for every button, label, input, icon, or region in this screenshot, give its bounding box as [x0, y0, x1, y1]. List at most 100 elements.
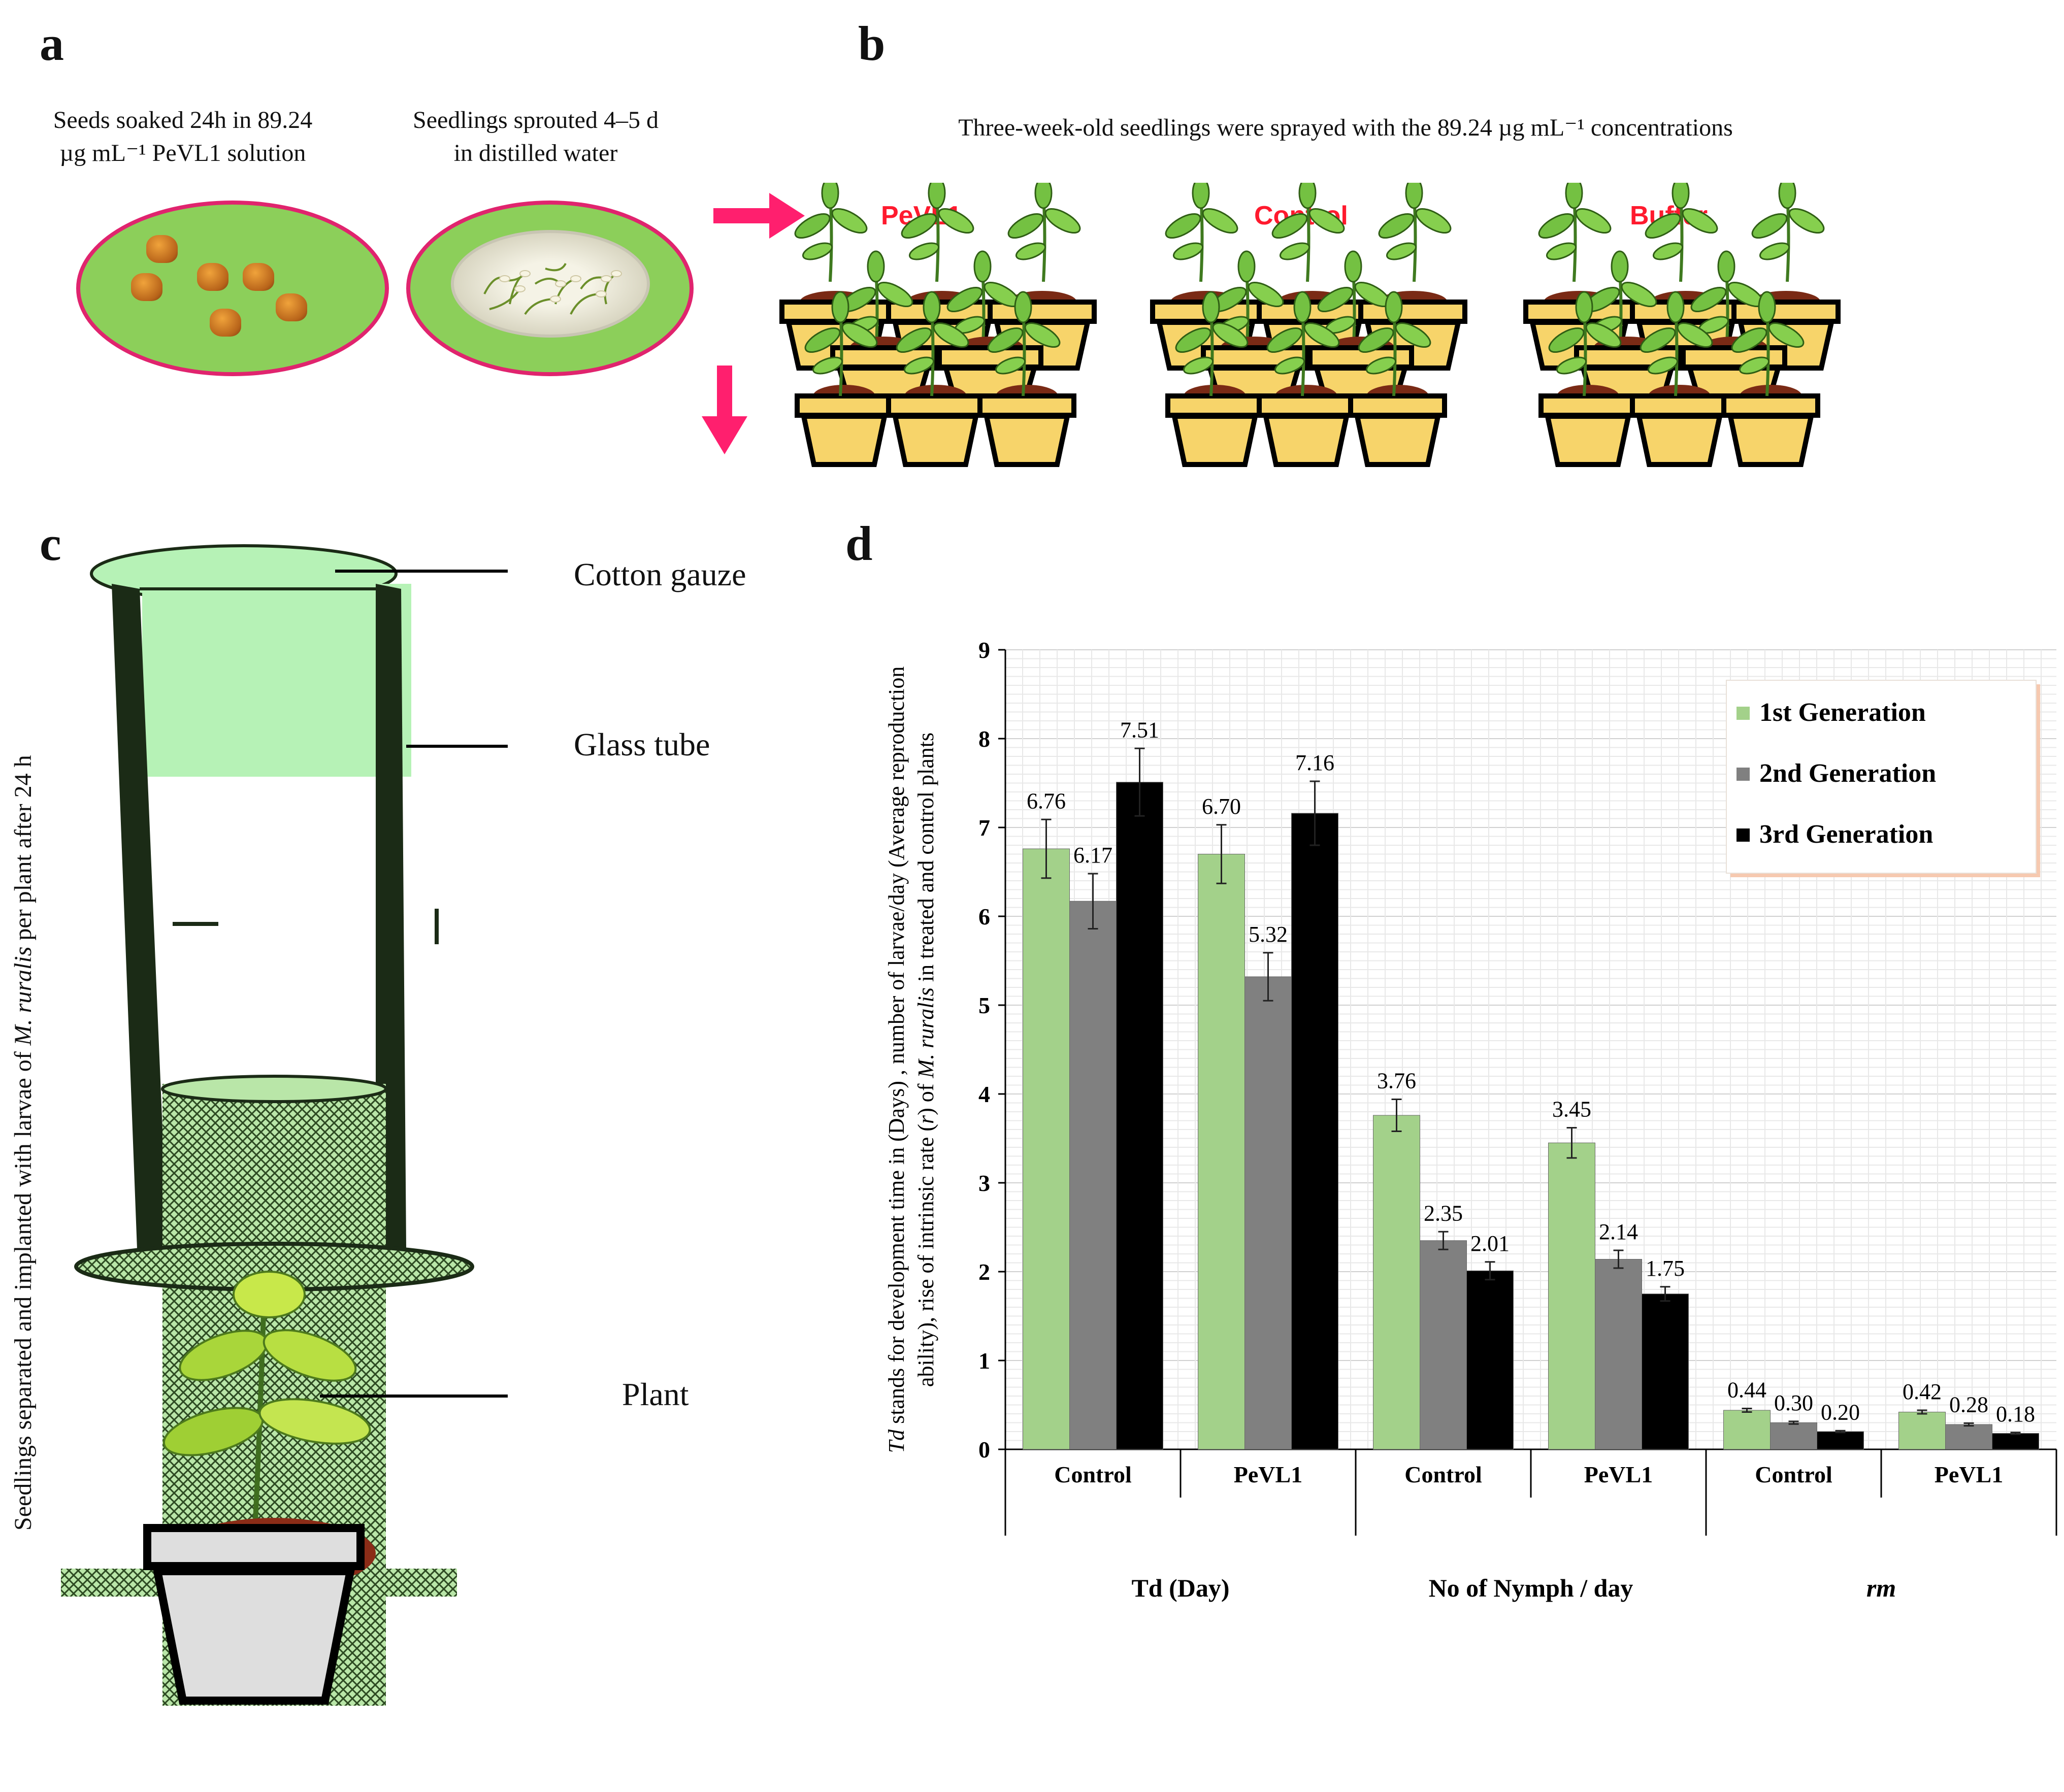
pot-icon [977, 385, 1076, 467]
y-tick-label: 1 [978, 1348, 990, 1374]
data-label: 2.35 [1424, 1201, 1463, 1225]
bar [1069, 901, 1117, 1450]
data-label: 0.44 [1727, 1378, 1766, 1403]
pot-icon [1348, 385, 1447, 467]
legend-swatch [1737, 768, 1750, 781]
seedling-icon [1731, 291, 1805, 396]
y-tick-label: 0 [978, 1437, 990, 1463]
category-label: Control [1054, 1462, 1132, 1487]
sprouts-icon [483, 262, 622, 315]
data-label: 6.76 [1027, 788, 1066, 813]
pot-icon [1165, 385, 1264, 467]
callout-glass-tube: Glass tube [574, 726, 710, 762]
y-tick-label: 3 [978, 1170, 990, 1196]
bar [1373, 1115, 1420, 1450]
y-tick-label: 6 [978, 904, 990, 930]
pot-icon [1538, 385, 1637, 467]
bar [1770, 1422, 1817, 1450]
seed-icon [210, 309, 241, 337]
seedling-icon [1358, 291, 1431, 396]
data-label: 0.30 [1774, 1390, 1813, 1415]
panel-a-caption-sprout: Seedlings sprouted 4–5 d in distilled wa… [413, 107, 659, 167]
data-label: 2.14 [1599, 1219, 1638, 1244]
data-label: 5.32 [1249, 922, 1288, 947]
legend-label: 2nd Generation [1759, 759, 1936, 788]
bar [1244, 976, 1292, 1450]
y-tick-label: 2 [978, 1259, 990, 1285]
arrow-down-icon [702, 366, 747, 454]
y-tick-label: 8 [978, 726, 990, 752]
panel-a-caption-soak: Seeds soaked 24h in 89.24 µg mL⁻¹ PeVL1 … [53, 107, 313, 167]
panel-a-label: a [40, 16, 64, 71]
glass-tube-illustration [61, 544, 508, 1706]
data-label: 3.76 [1377, 1069, 1416, 1093]
bar [1817, 1431, 1864, 1450]
category-label: Control [1404, 1462, 1482, 1487]
legend-swatch [1737, 828, 1750, 842]
seedling-icon [1175, 291, 1249, 396]
group-label: Td (Day) [1131, 1574, 1229, 1602]
bar [1992, 1433, 2039, 1450]
data-label: 7.51 [1120, 717, 1159, 742]
sprout-dish [406, 201, 694, 376]
seedling-icon [1266, 291, 1340, 396]
pot-icon [143, 1524, 365, 1705]
seedling-icon [1751, 183, 1825, 282]
category-label: Control [1755, 1462, 1832, 1487]
y-axis-label: Td stands for development time in (Days)… [884, 667, 938, 1453]
seed-icon [243, 263, 274, 291]
bar [1466, 1270, 1514, 1450]
bar [1116, 782, 1163, 1450]
y-tick-label: 5 [978, 992, 990, 1018]
data-label: 0.42 [1903, 1379, 1942, 1404]
panel-b-caption: Three-week-old seedlings were sprayed wi… [958, 114, 1733, 141]
bar [1642, 1293, 1689, 1450]
pot-icon [795, 385, 894, 467]
seedling-icon [1548, 291, 1622, 396]
seedling-icon [794, 183, 868, 282]
pot-icon [1257, 385, 1356, 467]
bar [1898, 1412, 1946, 1450]
panel-b-label: b [858, 16, 886, 71]
seedling-icon [1271, 183, 1345, 282]
seed-dish [76, 201, 389, 376]
bar [1198, 854, 1245, 1450]
seedling-icon [804, 291, 878, 396]
data-label: 6.17 [1073, 843, 1112, 868]
panel-c-label: c [40, 516, 61, 571]
seedling-icon [987, 291, 1061, 396]
seedling-icon [896, 291, 969, 396]
callout-plant: Plant [622, 1376, 689, 1412]
seedling-icon [1007, 183, 1081, 282]
seed-icon [276, 293, 307, 321]
seed-icon [131, 273, 162, 301]
data-label: 0.20 [1821, 1400, 1860, 1424]
y-tick-label: 9 [978, 637, 990, 663]
data-label: 0.18 [1996, 1402, 2035, 1426]
seedling-icon [1640, 291, 1713, 396]
panel-c-side-text: Seedlings separated and implanted with l… [9, 607, 40, 1531]
arrow-right-icon [713, 193, 805, 239]
data-label: 6.70 [1202, 794, 1241, 819]
bar [1548, 1142, 1595, 1450]
bar [1420, 1240, 1467, 1450]
petri-dish-icon [451, 230, 650, 338]
legend-label: 1st Generation [1759, 698, 1926, 727]
data-label: 7.16 [1295, 750, 1334, 775]
seedling-icon [1378, 183, 1452, 282]
data-label: 2.01 [1470, 1231, 1510, 1256]
seedling-icon [1538, 183, 1612, 282]
seedling-icon [901, 183, 974, 282]
side-text-part: per plant after 24 h [10, 755, 37, 947]
seedling-icon [1645, 183, 1718, 282]
bar [1291, 813, 1338, 1450]
panel-d-label: d [845, 516, 873, 571]
side-text-species: M. ruralis [10, 946, 37, 1046]
side-text-part: Seedlings separated and implanted with l… [10, 1045, 37, 1531]
pot-icon [886, 385, 985, 467]
seed-icon [197, 263, 228, 291]
legend-swatch [1737, 707, 1750, 720]
